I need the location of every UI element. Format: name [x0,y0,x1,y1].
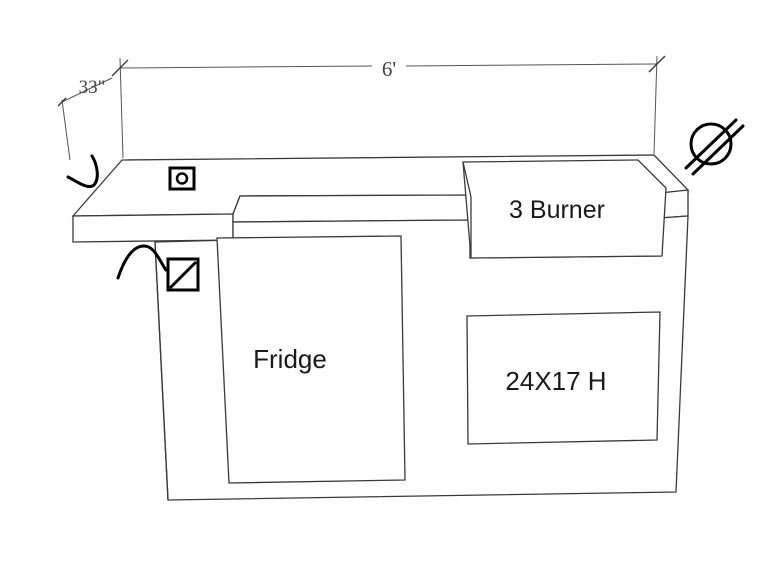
fridge-label: Fridge [253,344,327,374]
burner-unit [462,159,667,259]
countertop-front-left [72,213,234,243]
length-dimension: 6' [111,55,666,159]
length-label: 6' [382,57,396,81]
access-door-label: 24X17 H [505,366,606,396]
countertop-step [232,194,471,223]
water-box-icon [166,257,200,292]
drain-line-icon [116,244,168,280]
depth-dimension: 33" [57,77,113,161]
access-door [466,311,661,445]
fridge-door [216,235,406,484]
no-symbol-icon [684,118,745,176]
burner-label: 3 Burner [509,196,605,224]
outlet-icon [168,166,196,191]
water-line-icon [66,154,99,189]
depth-label: 33" [79,77,106,98]
